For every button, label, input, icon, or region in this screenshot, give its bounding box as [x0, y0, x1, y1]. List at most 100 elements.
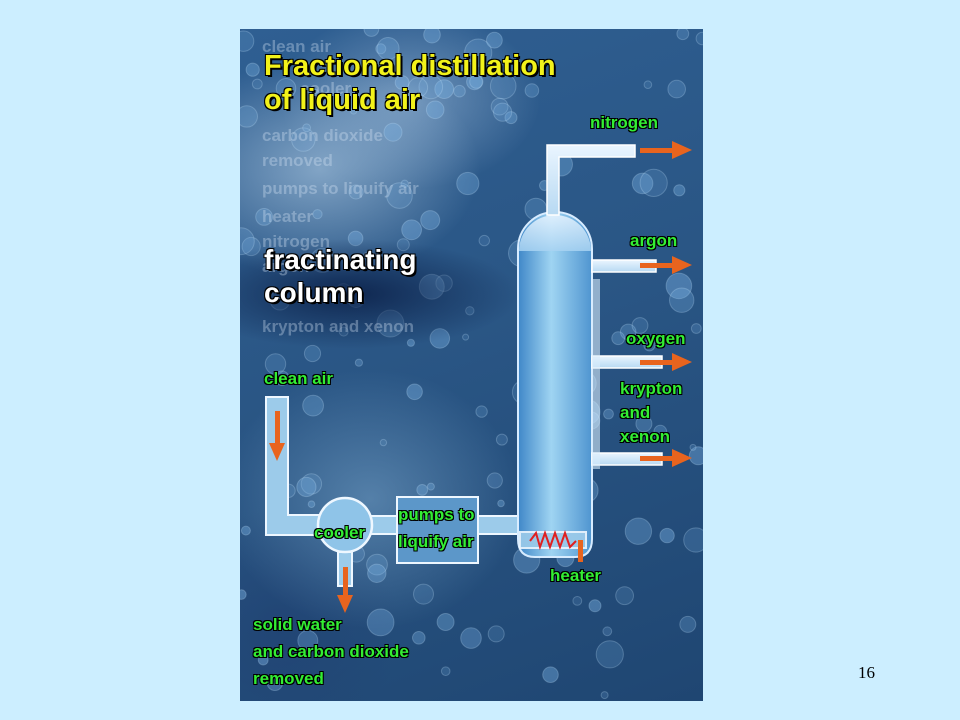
column-dome — [519, 215, 591, 251]
subtitle-line: fractinating — [264, 244, 417, 275]
bubble — [631, 317, 649, 334]
ghost-label: removed — [262, 151, 333, 170]
label-pumps: pumps to liquify air — [398, 501, 475, 555]
bubble — [436, 613, 455, 631]
bubble — [434, 79, 455, 99]
bubble — [312, 209, 323, 220]
bubble — [348, 184, 364, 200]
label-line: xenon — [620, 427, 671, 446]
bubble — [412, 631, 426, 645]
bubble — [643, 80, 653, 90]
bubble — [310, 88, 320, 98]
bubble — [643, 339, 656, 352]
bubble — [487, 625, 505, 643]
arrow-krypton-xenon — [640, 449, 692, 467]
label-clean-air: clean air — [264, 369, 333, 388]
bubble — [425, 100, 445, 120]
bubble — [676, 29, 690, 41]
ghost-label: nitrogen — [262, 232, 330, 251]
bubble — [275, 78, 297, 99]
label-line: pumps to — [398, 505, 475, 524]
bubble — [245, 62, 260, 77]
page-title: Fractional distillation of liquid air — [264, 49, 556, 117]
bubble — [413, 583, 434, 605]
pipe-pumps-to-column — [477, 515, 521, 535]
title-line: of liquid air — [264, 84, 421, 116]
label-removed: solid water and carbon dioxide removed — [253, 611, 409, 692]
bubble — [440, 666, 451, 677]
ghost-label: cooler — [300, 79, 352, 98]
bubble — [423, 29, 441, 44]
label-line: solid water — [253, 615, 342, 634]
title-line: Fractional distillation — [264, 50, 556, 82]
bubble — [300, 473, 323, 495]
bubble — [416, 484, 429, 496]
bubble — [426, 482, 435, 491]
bubble — [400, 179, 409, 189]
ghost-label: krypton and xenon — [262, 317, 415, 336]
label-line: and carbon dioxide — [253, 642, 409, 661]
label-nitrogen: nitrogen — [590, 113, 658, 132]
ghost-label: pumps to liquify air — [262, 179, 419, 198]
bubble — [495, 433, 508, 446]
bubble — [683, 527, 703, 553]
bubble — [367, 563, 387, 583]
bubble — [600, 691, 609, 700]
bubble — [669, 287, 695, 313]
bubble — [486, 472, 503, 489]
bubble — [386, 182, 413, 209]
bubble — [302, 123, 311, 133]
bubble — [291, 127, 316, 152]
side-rail — [592, 279, 600, 469]
bubble — [350, 107, 358, 115]
bubble — [524, 83, 540, 98]
bubble — [688, 446, 703, 466]
diagram-panel: clean air cooler carbon dioxide removed … — [240, 29, 703, 701]
bubble — [653, 424, 668, 439]
bubble — [379, 438, 388, 447]
bubble — [572, 596, 583, 606]
pumps-box — [396, 496, 479, 564]
bubble — [475, 405, 488, 418]
bubble — [695, 31, 703, 46]
bubble — [354, 358, 364, 367]
bubble — [665, 272, 693, 300]
ghost-label: argon — [262, 257, 310, 276]
bubble — [376, 37, 400, 60]
arrow-clean-air — [269, 411, 285, 461]
pipe-cooler-to-pumps — [369, 515, 401, 535]
bubble — [266, 674, 284, 692]
bubble — [588, 599, 602, 613]
bubble — [493, 102, 513, 122]
bubble — [673, 184, 686, 197]
bubble — [453, 84, 466, 98]
label-krypton-xenon: krypton and xenon — [620, 377, 682, 449]
bubble — [255, 208, 273, 226]
fractionating-column — [517, 211, 593, 558]
bubble — [240, 525, 251, 536]
bubble — [611, 331, 626, 346]
bubble — [296, 476, 317, 498]
bubble — [406, 383, 423, 401]
bubble — [689, 443, 697, 451]
bubble — [631, 172, 654, 195]
arrow-nitrogen — [640, 141, 692, 159]
bubble — [375, 43, 387, 55]
bubble — [302, 394, 324, 417]
ghost-label: carbon dioxide — [262, 126, 383, 145]
label-argon: argon — [630, 231, 678, 250]
bubble — [307, 500, 316, 509]
arrow-oxygen — [640, 353, 692, 371]
bubble — [383, 122, 403, 142]
bubble — [240, 589, 247, 600]
bubble — [504, 111, 518, 125]
arrow-removed — [337, 567, 353, 613]
column-heading: fractinating column — [264, 243, 416, 309]
bubble — [639, 168, 668, 197]
bubble — [469, 74, 484, 89]
bubble — [366, 608, 395, 637]
bubble — [679, 615, 697, 633]
ghost-label: clean air — [262, 37, 331, 56]
bubble — [615, 586, 635, 606]
label-line: removed — [253, 669, 324, 688]
